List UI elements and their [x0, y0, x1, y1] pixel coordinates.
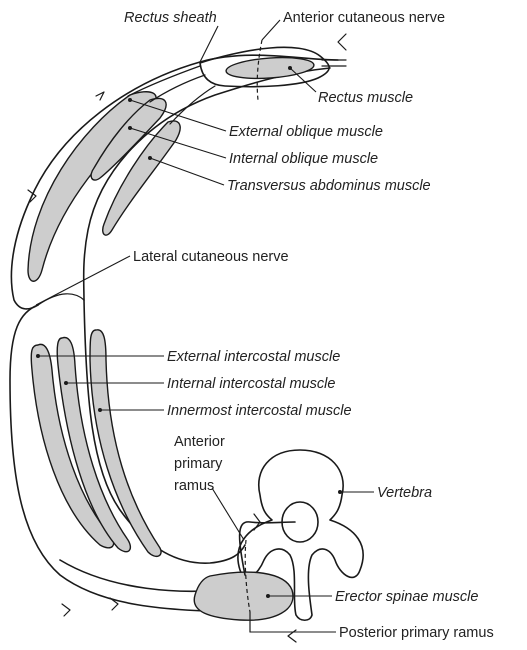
fork-left-lower	[62, 604, 70, 616]
dot-rectus-muscle	[288, 66, 292, 70]
label-anterior-primary-ramus-line3: ramus	[174, 478, 214, 494]
label-anterior-primary-ramus-line2: primary	[174, 456, 223, 472]
label-transversus: Transversus abdominus muscle	[227, 178, 431, 194]
leader-transversus	[150, 158, 224, 185]
dot-erector-spinae	[266, 594, 270, 598]
fork-top-right	[338, 34, 346, 50]
label-internal-intercostal: Internal intercostal muscle	[167, 376, 335, 392]
label-external-oblique: External oblique muscle	[229, 124, 383, 140]
dot-internal-oblique	[128, 126, 132, 130]
label-external-intercostal: External intercostal muscle	[167, 349, 340, 365]
dot-external-intercostal	[36, 354, 40, 358]
leader-lateral-cutaneous	[36, 256, 130, 305]
intercostal-muscles	[31, 330, 161, 557]
label-posterior-primary-ramus: Posterior primary ramus	[339, 625, 494, 641]
labels: Rectus sheath Anterior cutaneous nerve R…	[124, 10, 494, 641]
label-erector-spinae: Erector spinae muscle	[335, 589, 478, 605]
dot-external-oblique	[128, 98, 132, 102]
label-rectus-sheath: Rectus sheath	[124, 10, 217, 26]
leader-anterior-cutaneous	[262, 20, 280, 40]
dot-vertebra	[338, 490, 342, 494]
label-vertebra: Vertebra	[377, 485, 432, 501]
rectus-sheath	[200, 47, 346, 86]
label-lateral-cutaneous-nerve: Lateral cutaneous nerve	[133, 249, 289, 265]
label-innermost-intercostal: Innermost intercostal muscle	[167, 403, 352, 419]
rectus-muscle-shape	[225, 55, 314, 81]
leader-rectus-sheath	[200, 26, 218, 62]
leader-anterior-primary-ramus	[212, 488, 244, 540]
label-internal-oblique: Internal oblique muscle	[229, 151, 378, 167]
dot-innermost-intercostal	[98, 408, 102, 412]
anterior-primary-ramus-nerve	[240, 522, 295, 575]
intermediate-layer	[38, 294, 84, 305]
label-anterior-primary-ramus-line1: Anterior	[174, 434, 225, 450]
dot-transversus	[148, 156, 152, 160]
label-anterior-cutaneous-nerve: Anterior cutaneous nerve	[283, 10, 445, 26]
label-rectus-muscle: Rectus muscle	[318, 90, 413, 106]
dot-internal-intercostal	[64, 381, 68, 385]
fork-top-left	[96, 92, 104, 100]
leader-lines	[36, 20, 374, 632]
